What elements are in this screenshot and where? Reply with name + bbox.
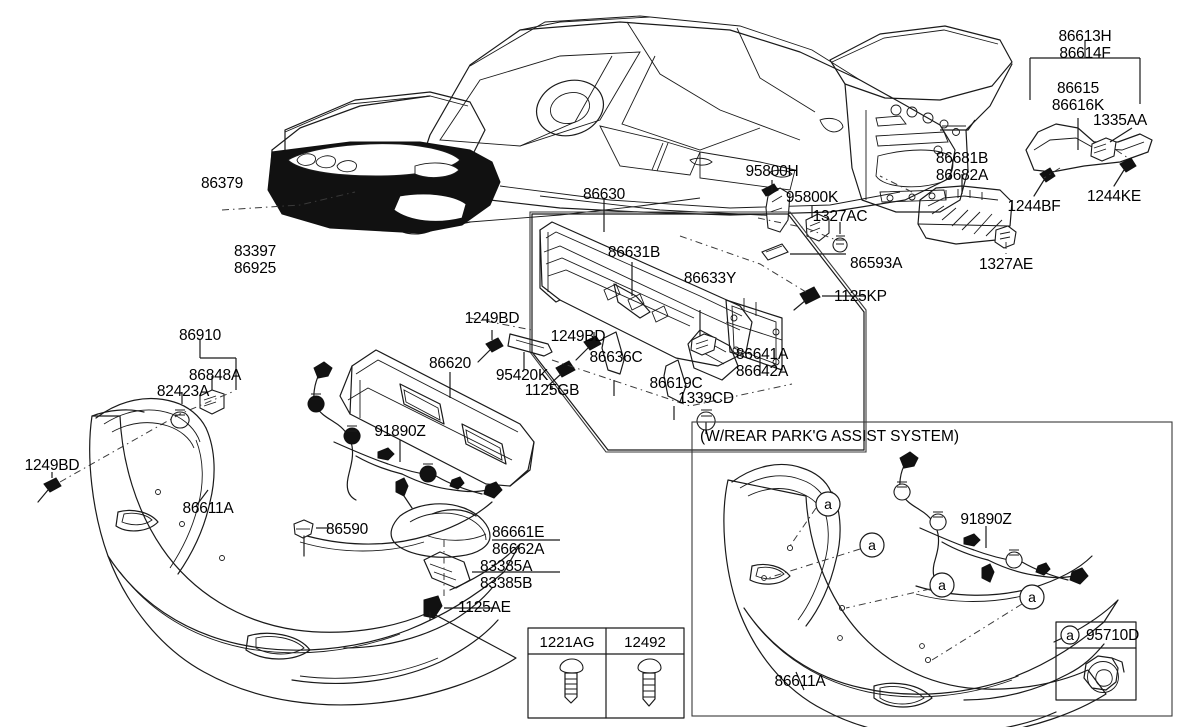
inset-park-assist bbox=[691, 421, 1173, 727]
label-1249BD-left: 1249BD bbox=[24, 457, 80, 474]
lamp-86661E bbox=[390, 495, 560, 621]
label-86636C: 86636C bbox=[589, 349, 643, 366]
callout-a-legend: a bbox=[1066, 627, 1074, 643]
label-83385B: 83385B bbox=[480, 575, 533, 592]
label-1339CD: 1339CD bbox=[678, 390, 734, 407]
inset-title: (W/REAR PARK'G ASSIST SYSTEM) bbox=[700, 428, 960, 445]
label-86615: 86615 bbox=[1056, 80, 1100, 97]
label-1327AC: 1327AC bbox=[812, 208, 868, 225]
label-83397: 83397 bbox=[233, 243, 277, 260]
label-95800H: 95800H bbox=[745, 163, 799, 180]
label-86910: 86910 bbox=[178, 327, 222, 344]
label-86611A: 86611A bbox=[182, 500, 234, 517]
label-1244BF: 1244BF bbox=[1007, 198, 1061, 215]
label-1335AA: 1335AA bbox=[1093, 112, 1147, 129]
label-1125AE: 1125AE bbox=[458, 599, 511, 616]
label-95800K: 95800K bbox=[785, 189, 839, 206]
car-illustration bbox=[221, 15, 956, 235]
label-83385A: 83385A bbox=[480, 558, 533, 575]
callout-a-3: a bbox=[938, 577, 946, 593]
beam-assembly-86630 bbox=[469, 198, 867, 453]
label-86379: 86379 bbox=[200, 175, 244, 192]
label-82423A: 82423A bbox=[156, 383, 210, 400]
quarter-skirt-86681B bbox=[879, 174, 1017, 254]
label-86616K: 86616K bbox=[1051, 97, 1105, 114]
label-86593A: 86593A bbox=[850, 255, 903, 272]
label-86662A: 86662A bbox=[492, 541, 545, 558]
label-86619C: 86619C bbox=[649, 375, 703, 392]
label-86641A: 86641A bbox=[735, 346, 789, 363]
callout-a-4: a bbox=[1028, 589, 1036, 605]
label-86590: 86590 bbox=[326, 521, 369, 538]
bolt-1244BF bbox=[1033, 167, 1056, 197]
label-86614F: 86614F bbox=[1059, 45, 1111, 62]
callout-a-2: a bbox=[868, 537, 876, 553]
label-91890Z: 91890Z bbox=[374, 423, 426, 440]
label-91890Z-inset: 91890Z bbox=[960, 511, 1012, 528]
legend-header-1221AG: 1221AG bbox=[539, 634, 595, 651]
harness-91890Z bbox=[307, 361, 503, 501]
label-86611A-inset: 86611A bbox=[774, 673, 826, 690]
label-86661E: 86661E bbox=[492, 524, 545, 541]
fastener-legend-table bbox=[527, 627, 685, 719]
bumper-cover-86611A bbox=[89, 397, 521, 706]
label-86620: 86620 bbox=[428, 355, 472, 372]
legend-header-12492: 12492 bbox=[624, 634, 666, 651]
label-1244KE: 1244KE bbox=[1087, 188, 1141, 205]
bolt-1249BD-inner bbox=[575, 332, 602, 361]
callout-a-1: a bbox=[824, 496, 832, 512]
label-86848A: 86848A bbox=[188, 367, 242, 384]
label-86630: 86630 bbox=[582, 186, 626, 203]
label-86631B: 86631B bbox=[607, 244, 661, 261]
label-86633Y: 86633Y bbox=[683, 270, 737, 287]
label-1327AE: 1327AE bbox=[979, 256, 1033, 273]
label-86681B: 86681B bbox=[935, 150, 989, 167]
label-86642A: 86642A bbox=[735, 363, 789, 380]
callout-markers bbox=[767, 491, 1045, 661]
bracket-86615 bbox=[1025, 40, 1153, 197]
label-95420K: 95420K bbox=[495, 367, 549, 384]
legend-part-95710D: 95710D bbox=[1086, 627, 1140, 644]
bolt-1249BD-outer bbox=[477, 330, 504, 363]
bolt-1244KE bbox=[1113, 157, 1137, 187]
label-1249BD-inner: 1249BD bbox=[550, 328, 606, 345]
sensor-group bbox=[757, 180, 848, 253]
corner-bracket-86910 bbox=[37, 340, 237, 503]
label-86682A: 86682A bbox=[935, 167, 989, 184]
quarter-panel-illustration bbox=[829, 25, 1013, 213]
label-1125GB: 1125GB bbox=[524, 382, 580, 399]
label-1249BD-outer: 1249BD bbox=[464, 310, 520, 327]
absorber-86620 bbox=[339, 349, 535, 487]
label-86925: 86925 bbox=[233, 260, 277, 277]
label-86613H: 86613H bbox=[1058, 28, 1112, 45]
label-1125KP: 1125KP bbox=[834, 288, 887, 305]
